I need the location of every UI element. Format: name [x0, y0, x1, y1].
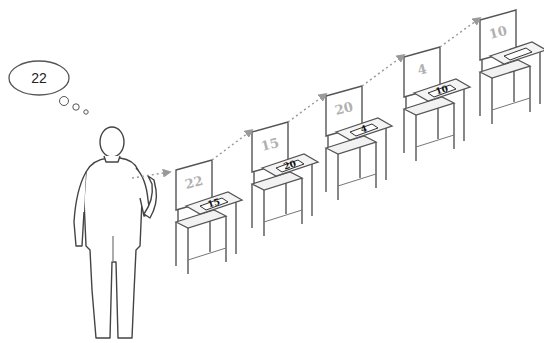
desk-number: 15 — [201, 196, 227, 212]
chair-number: 4 — [403, 59, 441, 80]
pointer-arrow — [362, 55, 404, 86]
chair-number: 20 — [325, 98, 363, 119]
chair — [404, 47, 470, 161]
man-figure — [74, 127, 156, 338]
bubble-ellipse — [9, 61, 69, 95]
chair-node: 2215 — [176, 160, 242, 216]
desk-number: 10 — [429, 83, 455, 99]
desk-number: 4 — [351, 122, 377, 138]
thought-dot — [60, 97, 69, 106]
desk-number: 20 — [277, 158, 303, 174]
pointer-arrow — [132, 172, 170, 178]
pointer-arrow — [440, 18, 480, 47]
thought-number: 22 — [8, 71, 70, 85]
thought-dot — [73, 104, 79, 110]
pointer-arrow — [212, 130, 252, 160]
chair-number: 15 — [251, 134, 289, 155]
chair-node: 10 — [480, 10, 542, 66]
thought-dot — [84, 110, 88, 114]
chair-node: 204 — [326, 86, 392, 142]
pointer-arrow — [288, 94, 326, 122]
chair-number: 22 — [175, 172, 213, 193]
chair-node: 410 — [404, 47, 470, 103]
chair-number: 10 — [479, 22, 517, 43]
chair-node: 1520 — [252, 122, 318, 178]
thought-bubble: 22 — [8, 60, 70, 96]
